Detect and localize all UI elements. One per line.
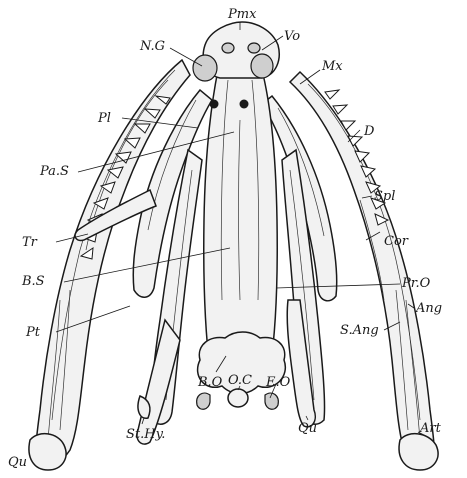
- label-pmx: Pmx: [227, 7, 257, 22]
- label-pas: Pa.S: [39, 164, 69, 179]
- label-sthy: St.Hy.: [126, 427, 165, 442]
- label-mx: Mx: [321, 59, 343, 74]
- label-oc: O.C: [228, 373, 252, 388]
- label-spl: Spl: [374, 189, 395, 204]
- label-eo: E.O: [265, 375, 291, 390]
- label-art: Art: [419, 421, 442, 436]
- label-ng: N.G: [139, 39, 165, 54]
- label-ang: Ang: [415, 301, 442, 316]
- label-bs: B.S: [21, 274, 45, 289]
- label-vo: Vo: [284, 29, 300, 44]
- label-sang: S.Ang: [340, 323, 379, 338]
- label-d: D: [363, 124, 375, 139]
- label-qu-left: Qu: [8, 455, 27, 470]
- label-bo: B.O: [197, 375, 223, 390]
- label-cor: Cor: [384, 234, 409, 249]
- label-pl-top: Pl: [97, 111, 111, 126]
- label-pro: Pr.O: [401, 276, 431, 291]
- label-pt: Pt: [25, 325, 41, 340]
- label-tr: Tr: [22, 235, 38, 250]
- label-qu-mid: Qu: [298, 421, 317, 436]
